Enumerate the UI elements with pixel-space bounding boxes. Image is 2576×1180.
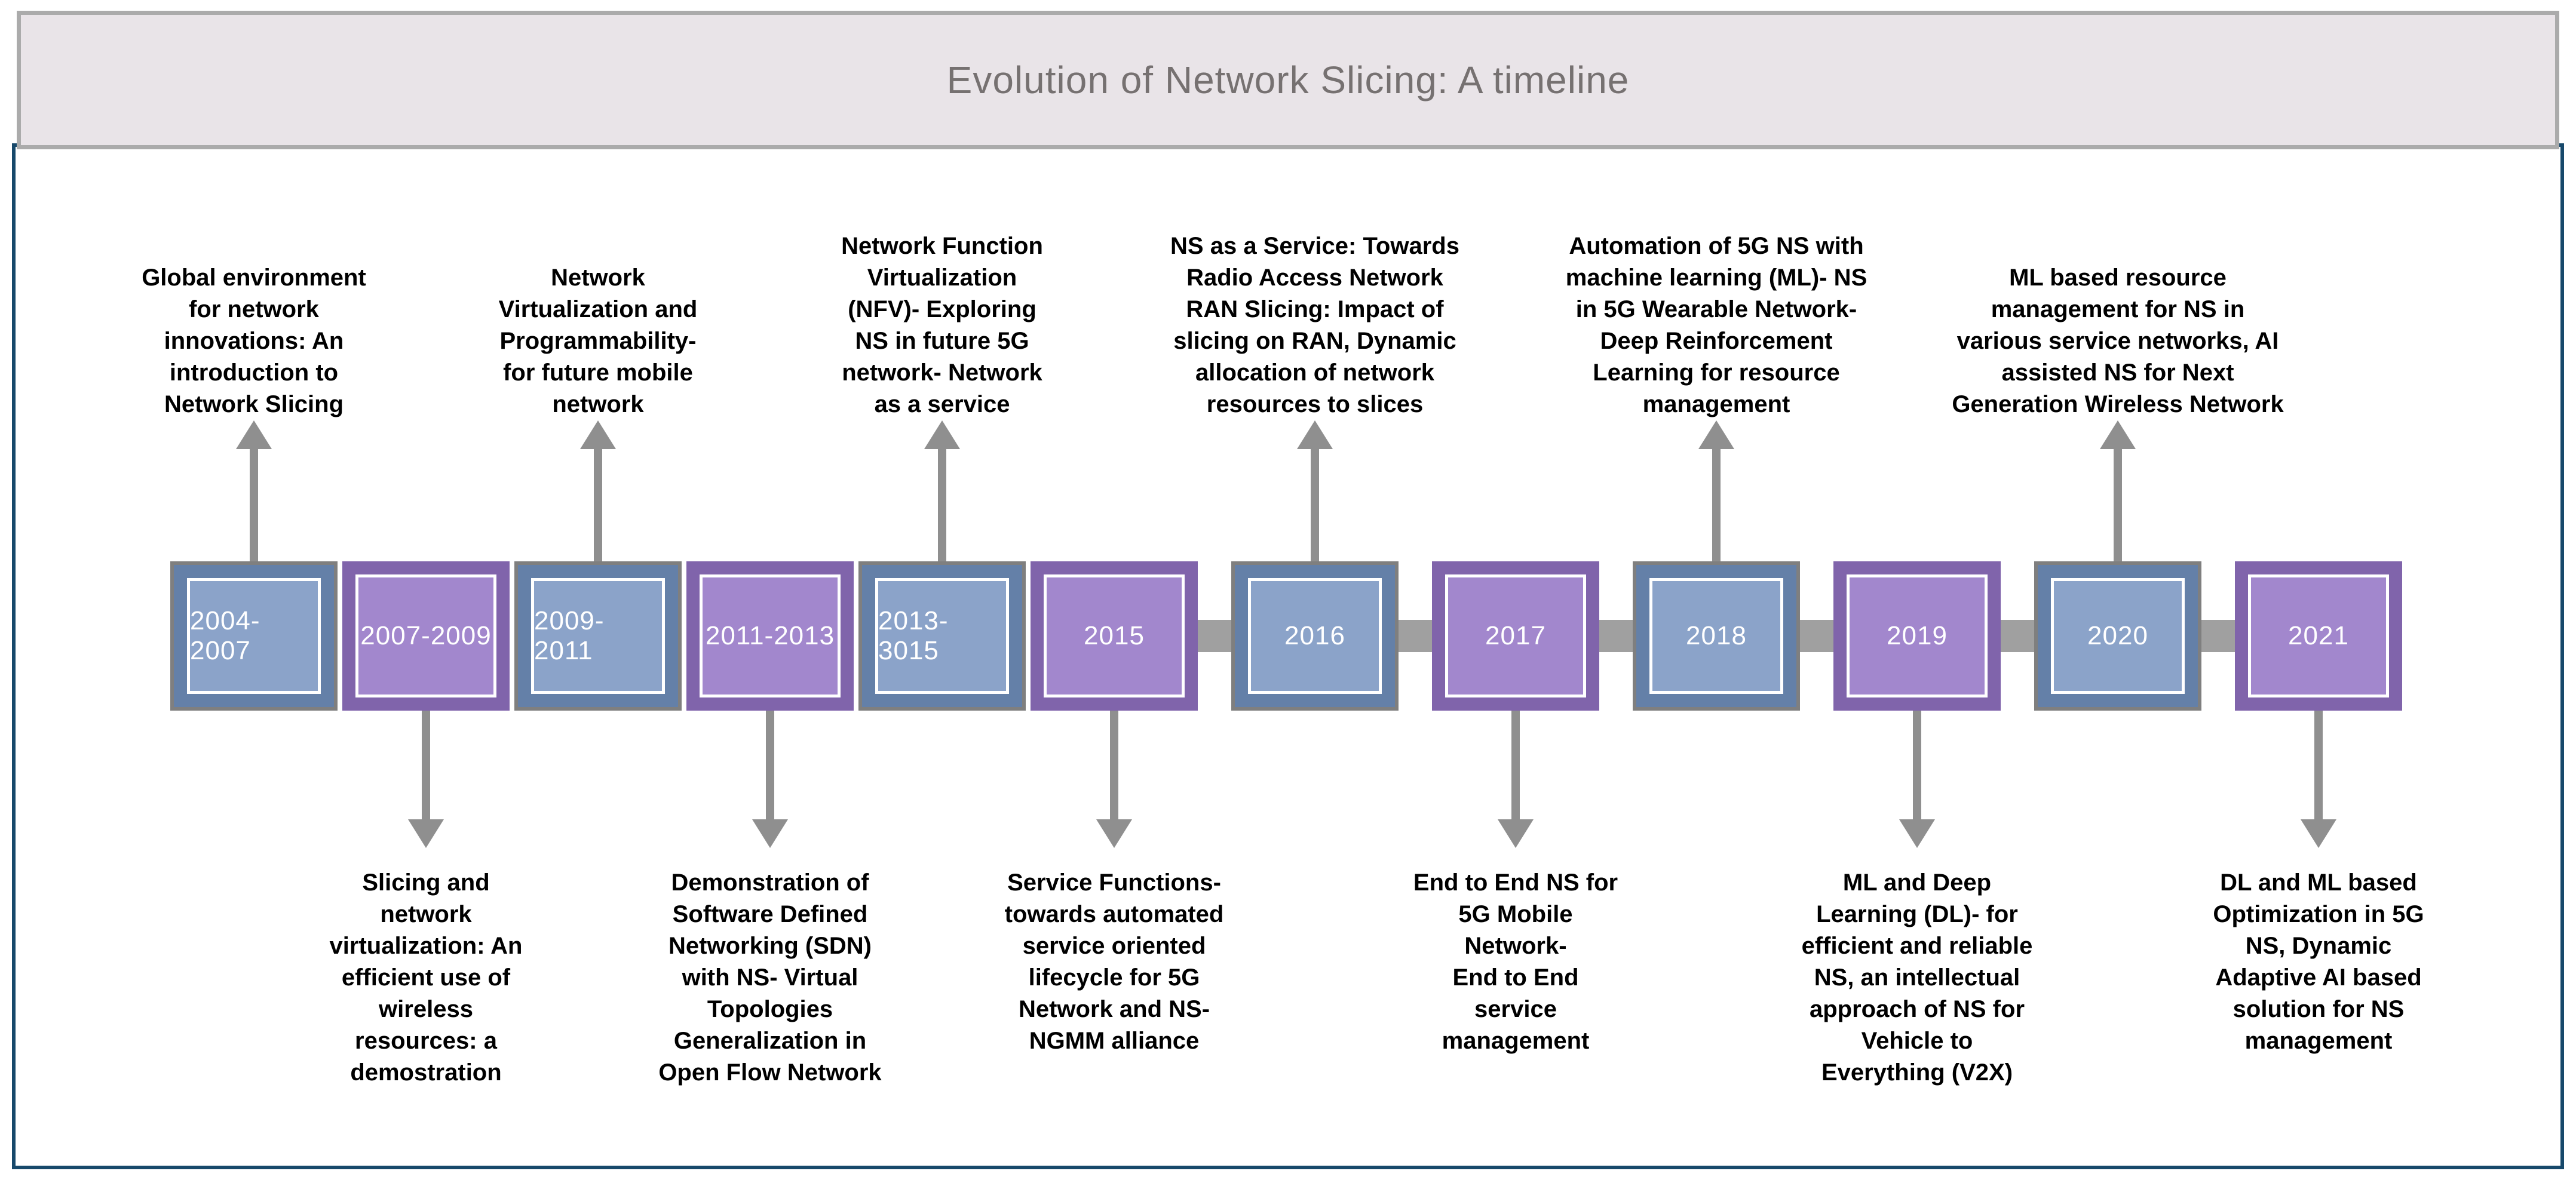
year-box: 2016 <box>1231 561 1399 711</box>
year-label: 2017 <box>1485 621 1546 650</box>
year-box: 2019 <box>1833 561 2001 711</box>
year-label: 2016 <box>1284 621 1345 650</box>
up-arrow-stem <box>1311 447 1319 563</box>
year-box-inner: 2015 <box>1044 574 1185 697</box>
up-arrow-icon <box>1297 420 1333 449</box>
year-box: 2017 <box>1432 561 1599 711</box>
top-label: Network Function Virtualization (NFV)- E… <box>841 233 1043 417</box>
bottom-label: End to End NS for 5G Mobile Network- End… <box>1413 869 1618 1054</box>
down-arrow-stem <box>2314 709 2323 822</box>
timeline-connector <box>1798 620 1835 652</box>
timeline-connector <box>1999 620 2036 652</box>
up-arrow-stem <box>2114 447 2122 563</box>
year-label: 2019 <box>1887 621 1948 650</box>
year-box-inner: 2017 <box>1445 574 1586 697</box>
year-box: 2020 <box>2034 561 2201 711</box>
down-arrow-icon <box>752 819 788 848</box>
down-arrow-icon <box>1899 819 1935 848</box>
down-arrow-icon <box>408 819 444 848</box>
timeline-connector <box>1397 620 1434 652</box>
year-box: 2013-3015 <box>858 561 1026 711</box>
year-label: 2009-2011 <box>534 606 605 665</box>
down-arrow-icon <box>2301 819 2336 848</box>
year-label: 2018 <box>1686 621 1747 650</box>
year-label: 2015 <box>1084 621 1145 650</box>
down-arrow-stem <box>422 709 430 822</box>
top-label: ML based resource management for NS in v… <box>1952 265 2284 417</box>
down-arrow-icon <box>1498 819 1534 848</box>
bottom-label: Demonstration of Software Defined Networ… <box>658 869 882 1086</box>
timeline-connector <box>1196 620 1233 652</box>
year-label: 2020 <box>2087 621 2148 650</box>
up-arrow-icon <box>924 420 960 449</box>
year-label: 2021 <box>2288 621 2349 650</box>
year-box: 2009-2011 <box>514 561 682 711</box>
year-box-inner: 2018 <box>1649 578 1783 694</box>
year-box: 2021 <box>2235 561 2402 711</box>
top-label: Automation of 5G NS with machine learnin… <box>1565 233 1867 417</box>
year-box-inner: 2021 <box>2248 574 2389 697</box>
up-arrow-stem <box>594 447 602 563</box>
up-arrow-icon <box>1698 420 1734 449</box>
timeline-connector <box>1597 620 1634 652</box>
timeline-connector <box>2200 620 2237 652</box>
top-label: Network Virtualization and Programmabili… <box>498 265 698 417</box>
year-label: 2004-2007 <box>190 606 260 665</box>
up-arrow-icon <box>236 420 272 449</box>
year-label: 2013-3015 <box>878 606 949 665</box>
up-arrow-icon <box>580 420 616 449</box>
top-label: Global environment for network innovatio… <box>142 265 366 417</box>
down-arrow-stem <box>1110 709 1118 822</box>
year-label: 2007-2009 <box>360 621 492 650</box>
year-box: 2018 <box>1633 561 1800 711</box>
year-box-inner: 2020 <box>2051 578 2185 694</box>
up-arrow-icon <box>2100 420 2136 449</box>
bottom-label: DL and ML based Optimization in 5G NS, D… <box>2213 869 2424 1054</box>
year-box: 2004-2007 <box>170 561 338 711</box>
up-arrow-stem <box>938 447 946 563</box>
year-box: 2007-2009 <box>342 561 510 711</box>
year-box: 2015 <box>1031 561 1198 711</box>
top-label: NS as a Service: Towards Radio Access Ne… <box>1170 233 1459 417</box>
up-arrow-stem <box>250 447 258 563</box>
bottom-label: ML and Deep Learning (DL)- for efficient… <box>1801 869 2033 1086</box>
year-box: 2011-2013 <box>686 561 854 711</box>
up-arrow-stem <box>1712 447 1721 563</box>
year-box-inner: 2009-2011 <box>531 578 665 694</box>
down-arrow-stem <box>1511 709 1520 822</box>
year-box-inner: 2004-2007 <box>187 578 321 694</box>
down-arrow-stem <box>1913 709 1921 822</box>
down-arrow-stem <box>766 709 774 822</box>
bottom-label: Slicing and network virtualization: An e… <box>329 869 523 1086</box>
year-box-inner: 2013-3015 <box>875 578 1009 694</box>
page-title: Evolution of Network Slicing: A timeline <box>946 59 1630 102</box>
year-box-inner: 2016 <box>1248 578 1382 694</box>
slide-title-bar: Evolution of Network Slicing: A timeline <box>17 11 2559 149</box>
year-box-inner: 2007-2009 <box>355 574 496 697</box>
bottom-label: Service Functions- towards automated ser… <box>1004 869 1224 1054</box>
year-box-inner: 2011-2013 <box>700 574 841 697</box>
down-arrow-icon <box>1096 819 1132 848</box>
year-label: 2011-2013 <box>705 621 835 650</box>
year-box-inner: 2019 <box>1847 574 1988 697</box>
